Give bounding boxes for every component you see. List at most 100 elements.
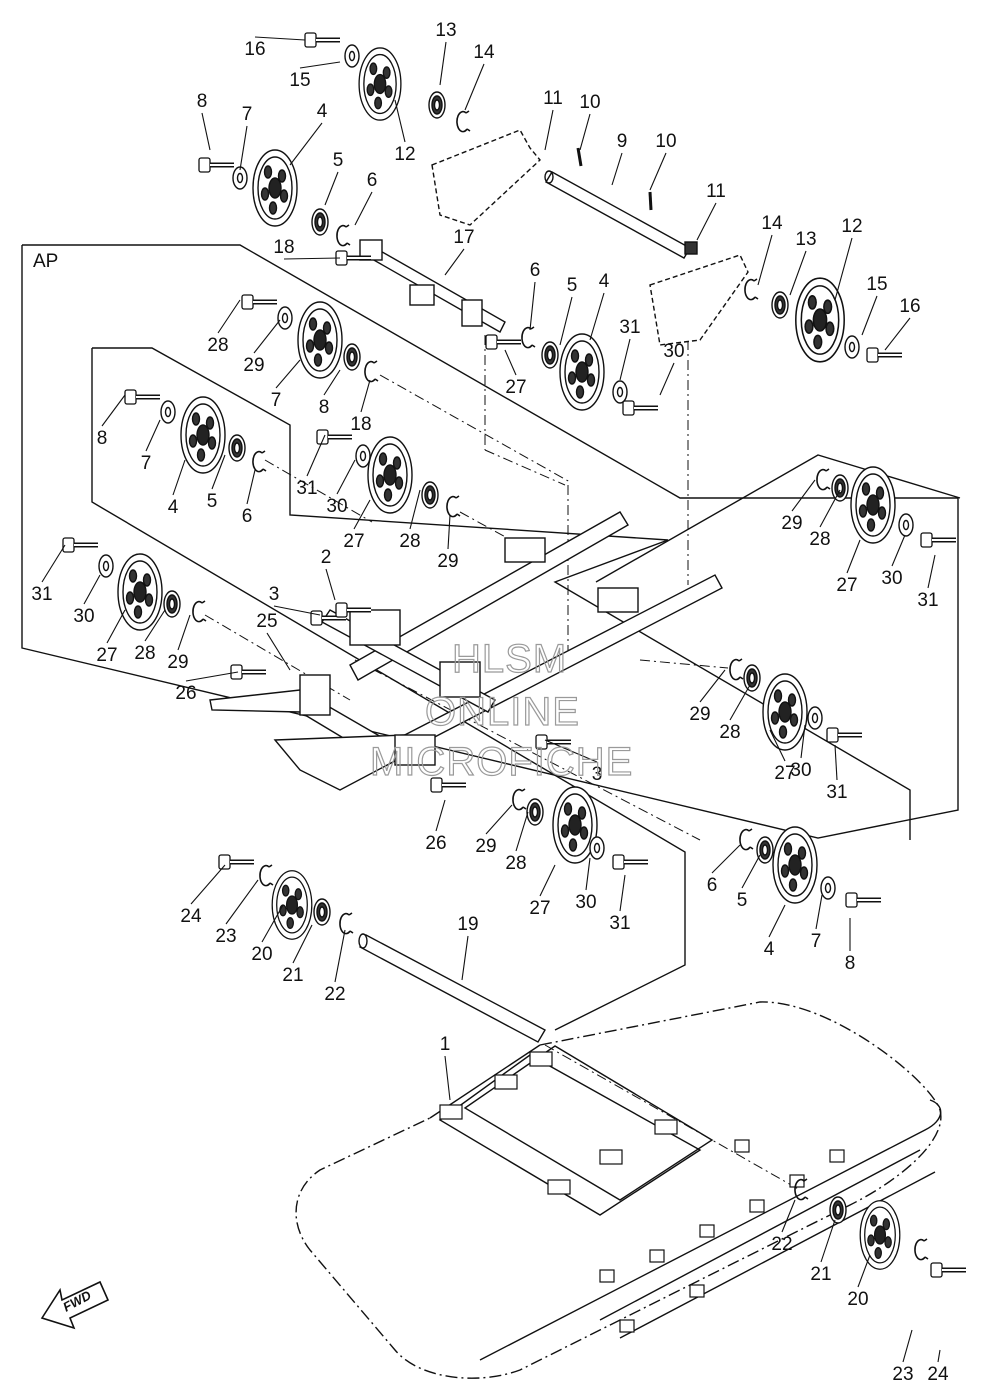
callout-label: 21 bbox=[282, 965, 303, 986]
callout-label: 31 bbox=[619, 317, 640, 338]
callout-leader bbox=[447, 514, 451, 550]
bolt-part bbox=[613, 855, 648, 869]
callout-label: 28 bbox=[809, 529, 830, 550]
bearing-part bbox=[421, 481, 439, 509]
callout-leader bbox=[611, 152, 623, 186]
callout-label: 23 bbox=[892, 1364, 913, 1385]
callout-label: 5 bbox=[737, 890, 748, 911]
callout-label: 22 bbox=[771, 1234, 792, 1255]
callout-label: 4 bbox=[764, 939, 775, 960]
callout-label: 27 bbox=[96, 645, 117, 666]
wheel-part bbox=[367, 436, 413, 514]
clip-part bbox=[456, 110, 471, 133]
bearing-part bbox=[163, 590, 181, 618]
bearing-part bbox=[756, 836, 774, 864]
callout-leaders bbox=[41, 36, 941, 1363]
clip-part bbox=[521, 326, 536, 349]
callout-leader bbox=[891, 534, 906, 567]
callout-label: 8 bbox=[319, 397, 330, 418]
clip-part bbox=[446, 495, 461, 518]
callout-leader bbox=[253, 319, 281, 354]
callout-leader bbox=[504, 349, 517, 376]
callout-label: 26 bbox=[425, 833, 446, 854]
callout-leader bbox=[225, 879, 259, 925]
callout-leader bbox=[144, 609, 166, 642]
callout-label: 1 bbox=[440, 1034, 451, 1055]
callout-leader bbox=[902, 1329, 913, 1363]
callout-leader bbox=[768, 904, 786, 938]
callout-leader bbox=[444, 248, 465, 276]
callout-label: 8 bbox=[845, 953, 856, 974]
callout-leader bbox=[439, 41, 447, 86]
wheel-part bbox=[271, 870, 313, 940]
callout-label: 29 bbox=[437, 551, 458, 572]
callout-label: 13 bbox=[795, 229, 816, 250]
washer-part bbox=[344, 44, 360, 68]
washer-part bbox=[160, 400, 176, 424]
callout-label: 27 bbox=[774, 763, 795, 784]
callout-leader bbox=[619, 338, 631, 381]
callout-leader bbox=[485, 804, 513, 835]
callout-leader bbox=[781, 1199, 796, 1233]
clip-part bbox=[744, 278, 759, 301]
callout-leader bbox=[185, 671, 239, 682]
callout-leader bbox=[589, 292, 605, 341]
callout-leader bbox=[619, 874, 626, 912]
wheel-part bbox=[117, 553, 163, 631]
callout-leader bbox=[834, 237, 853, 301]
callout-label: 19 bbox=[457, 914, 478, 935]
callout-leader bbox=[334, 929, 346, 983]
callout-leader bbox=[559, 296, 573, 346]
callout-label: 6 bbox=[242, 506, 253, 527]
callout-leader bbox=[729, 684, 751, 721]
callout-leader bbox=[172, 459, 186, 496]
callout-label: 31 bbox=[917, 590, 938, 611]
callout-leader bbox=[289, 122, 323, 166]
washer-part bbox=[844, 335, 860, 359]
callout-leader bbox=[757, 234, 773, 286]
callout-leader bbox=[444, 1055, 451, 1101]
callout-leader bbox=[273, 605, 321, 616]
callout-leader bbox=[354, 191, 373, 226]
callout-label: 14 bbox=[761, 213, 783, 234]
callout-label: 12 bbox=[841, 216, 862, 237]
callout-leader bbox=[266, 632, 291, 671]
callout-label: 21 bbox=[810, 1264, 831, 1285]
callout-leader bbox=[201, 112, 211, 151]
bearing-part bbox=[313, 898, 331, 926]
callout-label: 28 bbox=[719, 722, 740, 743]
callout-label: 28 bbox=[399, 531, 420, 552]
callout-label: 2 bbox=[321, 547, 332, 568]
callout-label: 7 bbox=[811, 931, 822, 952]
bearing-part bbox=[743, 664, 761, 692]
bolt-part bbox=[486, 335, 521, 349]
callout-leader bbox=[145, 419, 161, 452]
bolt-part bbox=[63, 538, 98, 552]
bearing-part bbox=[829, 1196, 847, 1224]
leader-lines bbox=[204, 320, 801, 1191]
callout-leader bbox=[261, 904, 284, 943]
callout-label: 24 bbox=[927, 1364, 949, 1385]
bearing-part bbox=[228, 434, 246, 462]
callout-label: 27 bbox=[529, 898, 550, 919]
callout-leader bbox=[292, 924, 313, 964]
bolt-part bbox=[623, 401, 658, 415]
watermark-line-3: MICROFICHE bbox=[370, 740, 633, 784]
callout-leader bbox=[461, 935, 469, 981]
callout-leader bbox=[539, 864, 556, 897]
callout-label: 15 bbox=[866, 274, 887, 295]
callout-leader bbox=[529, 281, 536, 331]
callout-label: 7 bbox=[242, 104, 253, 125]
callout-leader bbox=[585, 857, 591, 891]
clip-part bbox=[739, 828, 754, 851]
callout-leader bbox=[464, 63, 485, 111]
callout-leader bbox=[106, 609, 126, 644]
callout-label: 8 bbox=[197, 91, 208, 112]
callout-leader bbox=[789, 250, 807, 296]
washer-part bbox=[820, 876, 836, 900]
callout-leader bbox=[800, 724, 806, 759]
bolt-part bbox=[242, 295, 277, 309]
callout-leader bbox=[861, 295, 878, 336]
callout-label: 17 bbox=[453, 227, 474, 248]
